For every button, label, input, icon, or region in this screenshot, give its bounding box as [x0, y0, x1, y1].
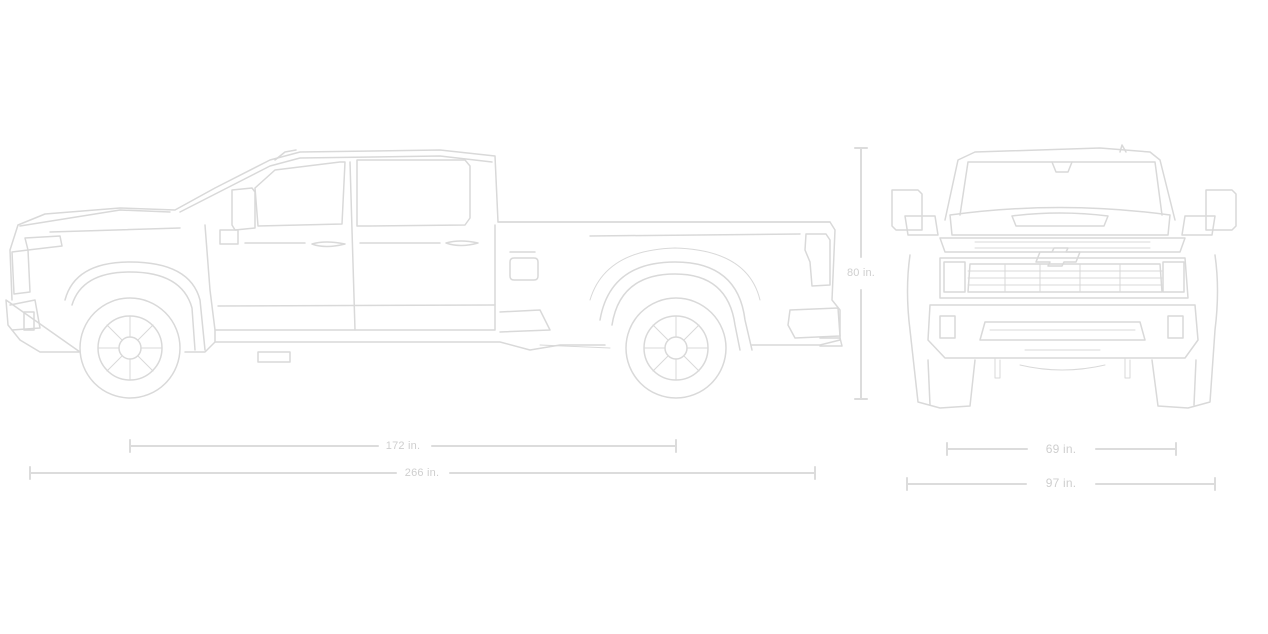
overall-length-label: 266 in. [398, 467, 446, 479]
overall-width-label: 97 in. [1039, 476, 1083, 490]
truck-front-view [891, 144, 1237, 409]
overall-height-label: 80 in. [840, 267, 882, 279]
dimension-lines [29, 147, 1216, 491]
track-width-label: 69 in. [1039, 442, 1083, 456]
wheelbase-label: 172 in. [379, 440, 427, 452]
truck-side-view [5, 149, 843, 399]
